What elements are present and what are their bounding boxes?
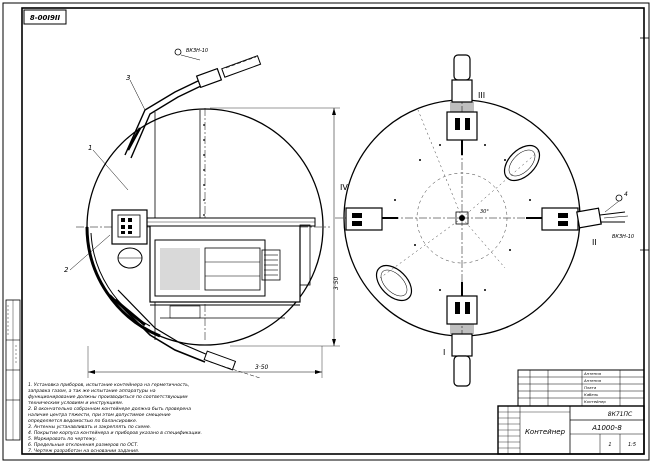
lower-antenna <box>109 289 261 379</box>
note-line: 2. В окончательно собранном контейнере д… <box>28 406 191 412</box>
note-line: заправка газом, а так же испытание аппар… <box>28 389 156 394</box>
connector-label-left: ВКЗН-10 <box>186 48 208 54</box>
antenna-IV <box>345 207 398 231</box>
code-box <box>23 9 67 25</box>
roman-II: II <box>592 238 597 247</box>
title-scale: 1:5 <box>628 442 636 448</box>
note-line: функционирование должны производиться по… <box>28 394 188 400</box>
callout-3: 3 <box>126 74 130 82</box>
roman-I: I <box>443 348 445 357</box>
antenna-I <box>446 282 478 387</box>
antenna-II: ВКЗН-10 4 <box>526 191 634 240</box>
note-line: 6. Предельные отклонения размеров по ОСТ… <box>28 442 138 448</box>
roman-III: III <box>478 91 485 100</box>
title-sheet-label: Контейнер <box>525 428 566 436</box>
note-line: 4. Покрытие корпуса контейнера и приборо… <box>28 430 202 436</box>
inner-frame <box>21 7 645 455</box>
spec-row: Плата <box>584 385 597 390</box>
dim-height-text: 3·50 <box>333 276 340 290</box>
callout-1: 1 <box>88 144 92 152</box>
code-box-text: 8-00I9II <box>30 14 61 22</box>
spec-row: Антенна <box>583 378 602 383</box>
note-line: 1. Установка приборов, испытание контейн… <box>28 382 189 388</box>
note-line: техническим условиям и инструкциям. <box>28 401 123 406</box>
note-line: определяется ведомостью по балансировке. <box>28 418 137 424</box>
title-block: Контейнер А1000-8 8К71ПС 1:5 1 <box>497 405 645 455</box>
top-view: ВКЗН-10 4 III I IV II 30° <box>335 54 634 387</box>
dim-width-text: 3·50 <box>255 364 269 371</box>
callout-4: 4 <box>624 191 628 198</box>
title-sheet-no: 1 <box>608 442 611 448</box>
connector-label-right: ВКЗН-10 <box>612 234 634 240</box>
note-line: 3. Антенны устанавливать и закреплять по… <box>28 424 151 430</box>
title-code2: 8К71ПС <box>608 411 633 418</box>
note-line: 7. Чертеж разработан на основании задани… <box>28 448 139 454</box>
note-line: 5. Маркировать по чертежу. <box>28 436 97 442</box>
spec-row: Антенна <box>583 371 602 376</box>
spec-row: Контейнер <box>584 399 606 404</box>
left-stamp-strip <box>5 299 21 441</box>
title-code: А1000-8 <box>591 424 622 432</box>
spec-table: Антенна Антенна Плата Кабель Контейнер <box>517 369 645 407</box>
roman-IV: IV <box>340 183 348 192</box>
upper-antenna <box>124 55 262 159</box>
angle-label: 30° <box>480 209 489 215</box>
callout-2: 2 <box>64 266 69 274</box>
side-section-view: 3·50 3·50 ВКЗН-10 1 2 3 <box>64 48 340 379</box>
spec-row: Кабель <box>584 392 598 397</box>
note-line: наличие центра тяжести, при этом допусти… <box>28 413 171 418</box>
antenna-III <box>446 54 478 155</box>
notes-block: 1. Установка приборов, испытание контейн… <box>28 382 202 454</box>
